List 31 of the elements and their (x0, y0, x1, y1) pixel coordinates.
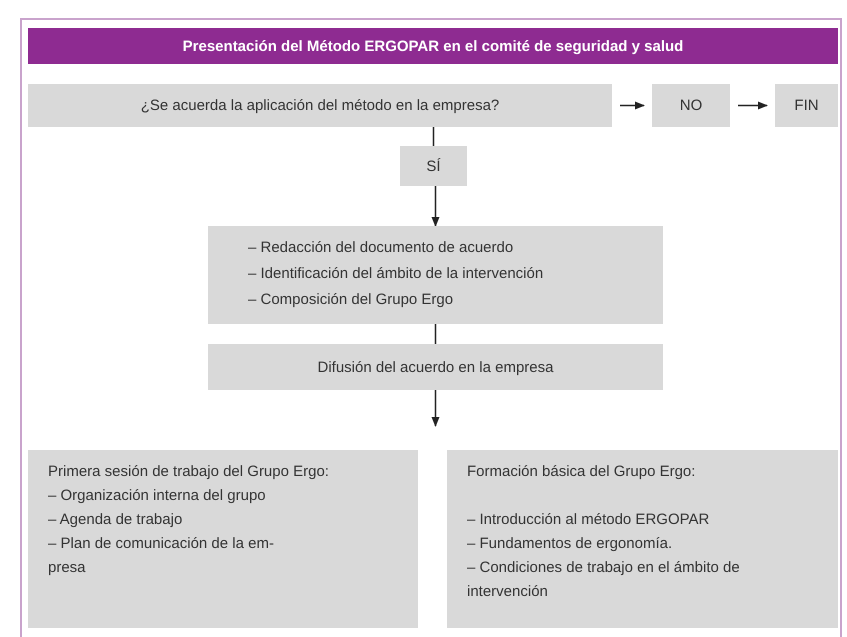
connector-line (434, 324, 436, 344)
list-item: – Redacción del documento de acuerdo (248, 238, 514, 258)
box-label: SÍ (426, 158, 441, 174)
list-item: – Fundamentos de ergonomía. (467, 534, 674, 554)
list-item: – Identificación del ámbito de la intervención (248, 264, 544, 284)
arrow (620, 102, 645, 110)
connector-line (432, 127, 434, 146)
process-box (28, 84, 612, 127)
process-box (775, 84, 838, 127)
list-item: – Introducción al método ERGOPAR (467, 510, 710, 530)
box-label: Difusión del acuerdo en la empresa (318, 358, 554, 376)
process-box (208, 226, 663, 324)
box-heading: Primera sesión de trabajo del Grupo Ergo: (48, 462, 330, 482)
list-item: – Agenda de trabajo (48, 510, 184, 530)
process-box (400, 146, 467, 186)
process-box (652, 84, 730, 127)
title-bar: Presentación del Método ERGOPAR en el comité de seguridad y salud (28, 28, 838, 64)
list-item: – Plan de comunicación de la em- presa (48, 534, 275, 578)
list-item: – Composición del Grupo Ergo (248, 290, 454, 310)
box-label: ¿Se acuerda la aplicación del método en la empresa? (140, 97, 500, 114)
box-heading: Formación básica del Grupo Ergo: (467, 462, 696, 482)
arrow (432, 390, 440, 427)
box-label: FIN (794, 97, 819, 114)
process-box (28, 450, 418, 628)
box-label: NO (680, 97, 702, 114)
list-item: – Condiciones de trabajo en el ámbito de intervención (467, 558, 741, 602)
process-box (208, 344, 663, 390)
arrow (738, 102, 768, 110)
process-box (447, 450, 838, 628)
list-item: – Organización interna del grupo (48, 486, 267, 506)
arrow (432, 186, 440, 227)
